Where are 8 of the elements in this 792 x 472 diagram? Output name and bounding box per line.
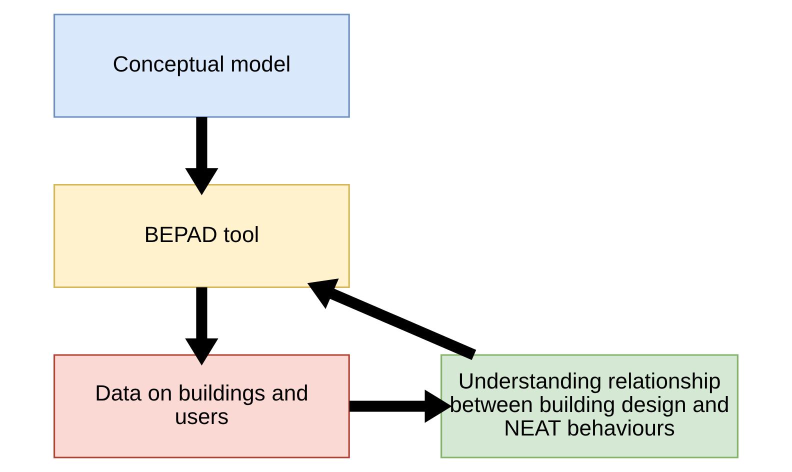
node-box: Data on buildings and users <box>54 354 350 458</box>
node-box: Understanding relationship between building design and NEAT behaviours <box>440 354 738 458</box>
arrow <box>349 390 452 423</box>
node-box: BEPAD tool <box>54 184 350 288</box>
arrow <box>307 278 476 360</box>
arrow <box>185 117 218 196</box>
arrow <box>185 287 218 366</box>
node-box: Conceptual model <box>54 14 350 118</box>
